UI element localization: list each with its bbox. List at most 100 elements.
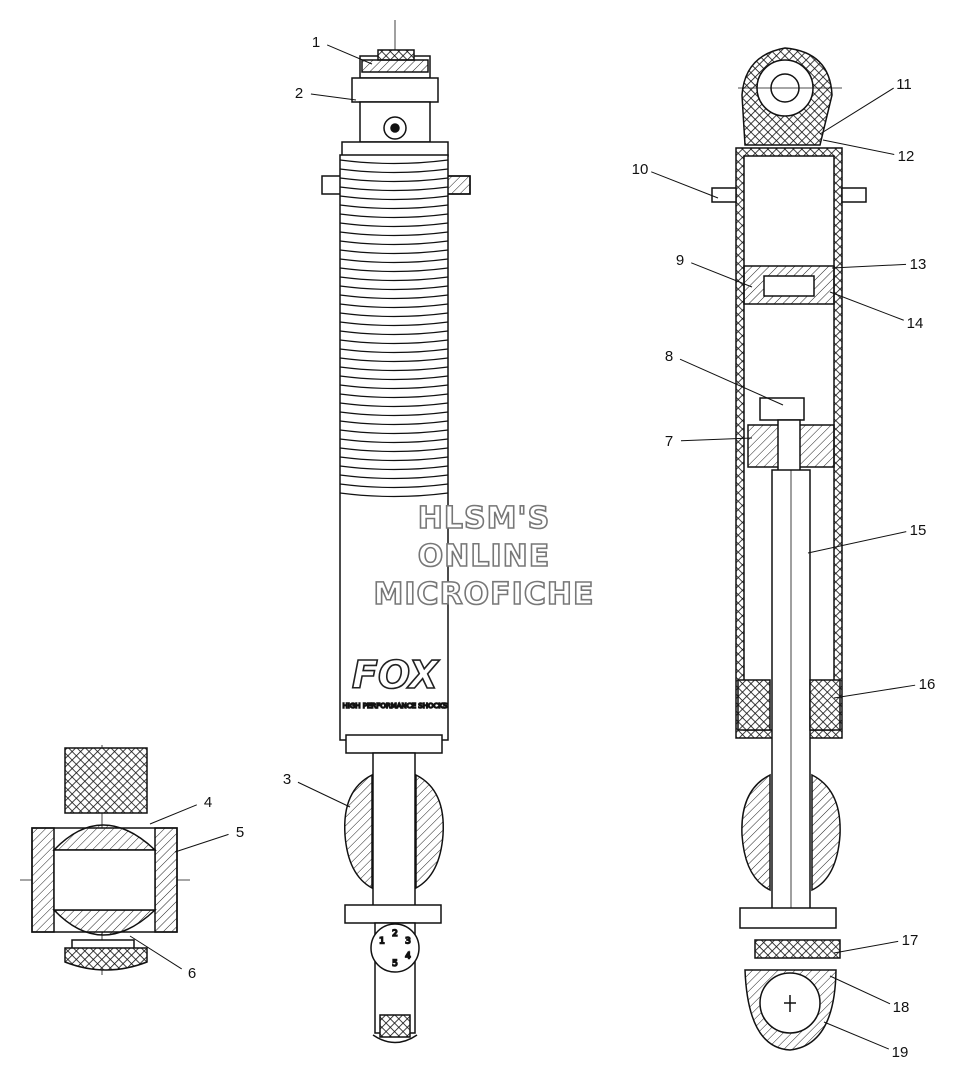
callout-number-15: 15 xyxy=(910,522,927,539)
callout-leader-11 xyxy=(819,87,894,135)
bump-stop-left xyxy=(343,773,373,890)
callout-leader-18 xyxy=(829,975,891,1005)
spring-coil xyxy=(339,186,449,192)
top-bushing xyxy=(377,49,415,61)
callout-number-1: 1 xyxy=(312,34,320,51)
lower-bushing xyxy=(379,1014,411,1038)
dial-number: 2 xyxy=(392,929,398,939)
spring-coil xyxy=(339,357,449,363)
spring-seat xyxy=(711,187,737,203)
bushing-detail xyxy=(20,745,190,975)
seal-head xyxy=(737,679,771,731)
spring-coil xyxy=(339,303,449,309)
compression-dial xyxy=(370,923,420,973)
spring-coil xyxy=(339,456,449,462)
spring-coil xyxy=(339,366,449,372)
callout-leader-7 xyxy=(680,437,753,442)
spring-coil xyxy=(339,312,449,318)
watermark: HLSM'S ONLINE MICROFICHE xyxy=(373,500,595,613)
spring-coil xyxy=(339,330,449,336)
callout-number-5: 5 xyxy=(236,824,244,841)
spring-coil xyxy=(339,177,449,183)
spherical-bearing-bottom xyxy=(52,909,157,936)
lower-bushing-cutaway xyxy=(754,939,841,959)
callout-leader-15 xyxy=(807,531,907,554)
callout-number-2: 2 xyxy=(295,85,303,102)
spring-coil xyxy=(339,465,449,471)
callout-number-3: 3 xyxy=(283,771,291,788)
callout-leader-3 xyxy=(297,781,351,808)
top-eye-mount xyxy=(351,77,439,103)
spring-coil xyxy=(339,339,449,345)
callout-leader-12 xyxy=(822,139,895,155)
callout-number-7: 7 xyxy=(665,433,673,450)
spring-coil xyxy=(339,483,449,489)
spring-coil xyxy=(339,231,449,237)
watermark-line-3: MICROFICHE xyxy=(374,577,595,612)
callout-leader-13 xyxy=(831,263,907,269)
callout-leader-10 xyxy=(651,171,719,199)
spring-coil xyxy=(339,204,449,210)
callout-number-8: 8 xyxy=(665,348,673,365)
callout-number-4: 4 xyxy=(204,794,212,811)
callout-number-6: 6 xyxy=(188,965,196,982)
spring-coil xyxy=(339,438,449,444)
spring-coil xyxy=(339,447,449,453)
spring-coil xyxy=(339,240,449,246)
callout-leader-8 xyxy=(679,358,784,406)
callout-leader-4 xyxy=(149,804,197,825)
shock-cutaway xyxy=(711,47,867,1051)
watermark-line-1: HLSM'S xyxy=(418,501,550,536)
callout-number-11: 11 xyxy=(896,76,912,93)
callout-number-16: 16 xyxy=(919,676,936,693)
spring-coil xyxy=(339,159,449,165)
callout-number-14: 14 xyxy=(907,315,924,332)
spherical-bearing-top xyxy=(52,824,157,851)
brand-tagline: HIGH PERFORMANCE SHOCKS xyxy=(343,702,448,710)
spring-coil xyxy=(339,384,449,390)
callout-number-10: 10 xyxy=(632,161,649,178)
callout-leader-16 xyxy=(833,684,916,699)
spring-coil xyxy=(339,213,449,219)
callout-number-17: 17 xyxy=(902,932,919,949)
spring-coil xyxy=(339,492,449,498)
spring-coil xyxy=(339,375,449,381)
floating-piston xyxy=(743,265,835,305)
dial-number: 5 xyxy=(392,959,398,969)
callout-number-18: 18 xyxy=(893,999,910,1016)
spring-coil xyxy=(339,222,449,228)
dial-number: 1 xyxy=(379,937,385,947)
callout-number-19: 19 xyxy=(892,1044,909,1061)
bump-stop-right xyxy=(415,773,445,890)
lower-mount-plate xyxy=(344,904,442,924)
spring-coil xyxy=(339,411,449,417)
spring-coil xyxy=(339,393,449,399)
spring-coil xyxy=(339,348,449,354)
spring-coil xyxy=(339,294,449,300)
brand-logo: FOX xyxy=(352,653,440,697)
spring-coil xyxy=(339,402,449,408)
spring-coil xyxy=(339,276,449,282)
spring-coil xyxy=(339,249,449,255)
callout-leader-17 xyxy=(833,940,899,954)
dial-number: 3 xyxy=(405,937,411,947)
piston-nut xyxy=(759,397,805,421)
spring-coil xyxy=(339,195,449,201)
spring-coil xyxy=(339,285,449,291)
cutaway-bump-stop-left xyxy=(741,773,771,892)
callout-leader-1 xyxy=(326,44,373,65)
spring-coil xyxy=(339,258,449,264)
shaft xyxy=(372,752,416,909)
spring-coil xyxy=(339,321,449,327)
callout-leader-2 xyxy=(310,93,357,101)
callout-leader-14 xyxy=(829,291,904,321)
eye-upper xyxy=(64,747,148,814)
callout-number-13: 13 xyxy=(910,256,927,273)
watermark-line-2: ONLINE xyxy=(418,539,551,574)
spring-coil xyxy=(339,168,449,174)
spring-coil xyxy=(339,267,449,273)
callout-number-9: 9 xyxy=(676,252,684,269)
